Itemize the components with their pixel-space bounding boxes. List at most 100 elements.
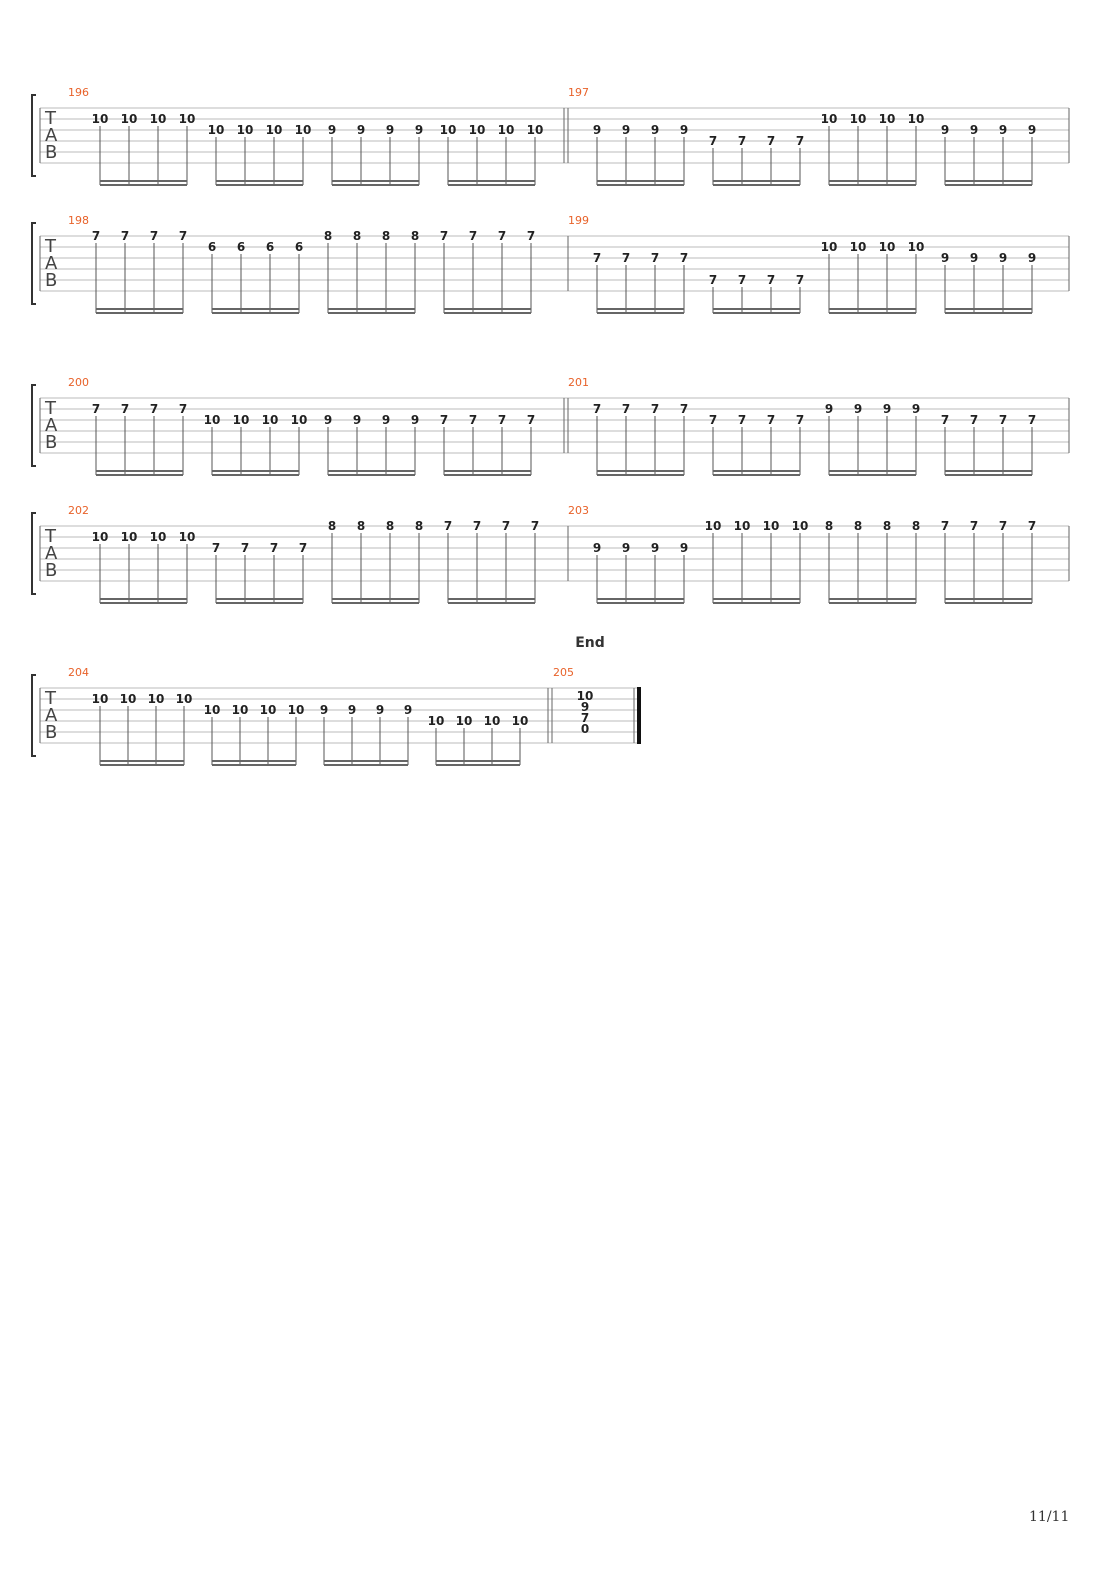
fret-number: 7: [738, 413, 746, 427]
fret-number: 7: [709, 413, 717, 427]
fret-number: 9: [941, 251, 949, 265]
fret-number: 9: [970, 251, 978, 265]
tab-clef-letter: T: [44, 108, 57, 129]
fret-number: 7: [502, 519, 510, 533]
fret-number: 7: [121, 402, 129, 416]
tab-clef-letter: A: [45, 253, 58, 274]
fret-number: 7: [469, 413, 477, 427]
fret-number: 9: [970, 123, 978, 137]
tab-clef-letter: A: [45, 125, 58, 146]
fret-number: 10: [705, 519, 722, 533]
fret-number: 7: [593, 402, 601, 416]
fret-number: 10: [291, 413, 308, 427]
fret-number: 10: [233, 413, 250, 427]
fret-number: 9: [348, 703, 356, 717]
fret-number: 10: [150, 112, 167, 126]
fret-number: 10: [879, 112, 896, 126]
fret-number: 7: [473, 519, 481, 533]
page-number: 11/11: [1029, 1509, 1070, 1525]
fret-number: 7: [241, 541, 249, 555]
fret-number: 10: [92, 530, 109, 544]
fret-number: 7: [469, 229, 477, 243]
fret-number: 7: [1028, 413, 1036, 427]
fret-number: 8: [353, 229, 361, 243]
fret-number: 7: [680, 251, 688, 265]
system-bracket: [31, 94, 36, 177]
measure-number: 197: [568, 86, 589, 99]
fret-number: 7: [444, 519, 452, 533]
tab-clef-letter: B: [45, 560, 57, 581]
fret-number: 10: [456, 714, 473, 728]
fret-number: 9: [680, 541, 688, 555]
measure-number: 203: [568, 504, 589, 517]
measure-number: 205: [553, 666, 574, 679]
fret-number: 7: [709, 134, 717, 148]
fret-number: 7: [999, 519, 1007, 533]
system-bracket: [31, 222, 36, 305]
fret-number: 8: [328, 519, 336, 533]
fret-number: 10: [850, 112, 867, 126]
fret-number: 10: [260, 703, 277, 717]
fret-number: 7: [498, 413, 506, 427]
fret-number: 7: [680, 402, 688, 416]
fret-number: 9: [651, 123, 659, 137]
fret-number: 9: [912, 402, 920, 416]
fret-number: 10: [176, 692, 193, 706]
fret-number: 8: [357, 519, 365, 533]
measure-number: 204: [68, 666, 89, 679]
fret-number: 10: [469, 123, 486, 137]
fret-number: 6: [266, 240, 274, 254]
fret-number: 7: [270, 541, 278, 555]
fret-number: 7: [299, 541, 307, 555]
fret-number: 10: [288, 703, 305, 717]
fret-number: 7: [531, 519, 539, 533]
fret-number: 0: [581, 722, 589, 736]
fret-number: 9: [376, 703, 384, 717]
tab-clef-letter: T: [44, 236, 57, 257]
fret-number: 10: [262, 413, 279, 427]
fret-number: 10: [266, 123, 283, 137]
measure-number: 200: [68, 376, 89, 389]
fret-number: 7: [150, 402, 158, 416]
fret-number: 10: [879, 240, 896, 254]
fret-number: 6: [295, 240, 303, 254]
fret-number: 10: [120, 692, 137, 706]
measure-number: 201: [568, 376, 589, 389]
fret-number: 10: [208, 123, 225, 137]
fret-number: 10: [92, 692, 109, 706]
tab-clef-letter: B: [45, 432, 57, 453]
fret-number: 10: [850, 240, 867, 254]
fret-number: 10: [121, 530, 138, 544]
fret-number: 7: [738, 134, 746, 148]
fret-number: 8: [854, 519, 862, 533]
tab-clef-letter: T: [44, 688, 57, 709]
fret-number: 10: [821, 112, 838, 126]
system-bracket: [31, 512, 36, 595]
fret-number: 7: [796, 273, 804, 287]
tab-clef-letter: B: [45, 270, 57, 291]
system-bracket: [31, 384, 36, 467]
fret-number: 7: [527, 229, 535, 243]
fret-number: 7: [440, 229, 448, 243]
fret-number: 7: [121, 229, 129, 243]
fret-number: 10: [734, 519, 751, 533]
measure-number: 199: [568, 214, 589, 227]
fret-number: 7: [581, 711, 589, 725]
fret-number: 9: [415, 123, 423, 137]
fret-number: 6: [237, 240, 245, 254]
tab-clef-letter: A: [45, 543, 58, 564]
fret-number: 9: [999, 123, 1007, 137]
fret-number: 7: [767, 413, 775, 427]
fret-number: 10: [204, 703, 221, 717]
fret-number: 10: [179, 530, 196, 544]
fret-number: 9: [854, 402, 862, 416]
fret-number: 7: [179, 402, 187, 416]
fret-number: 8: [883, 519, 891, 533]
fret-number: 10: [121, 112, 138, 126]
fret-number: 9: [382, 413, 390, 427]
fret-number: 7: [92, 402, 100, 416]
fret-number: 8: [415, 519, 423, 533]
fret-number: 7: [941, 519, 949, 533]
fret-number: 10: [92, 112, 109, 126]
fret-number: 7: [970, 519, 978, 533]
